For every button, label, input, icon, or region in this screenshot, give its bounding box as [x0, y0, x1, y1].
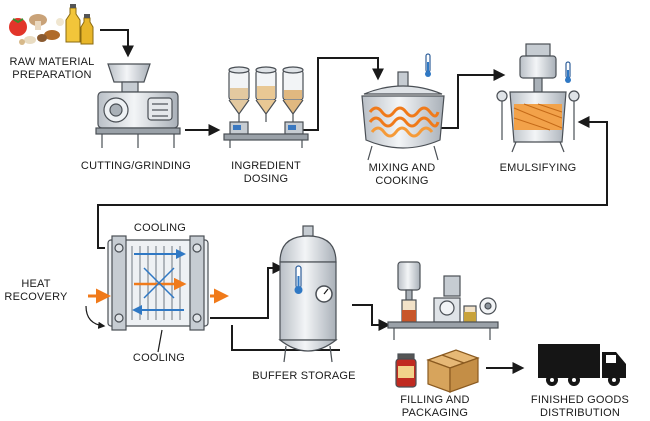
label-mixing-and-cooking: MIXING AND COOKING: [354, 162, 450, 188]
label-cutting-grinding: CUTTING/GRINDING: [76, 160, 196, 173]
label-cooling-top: COOLING: [128, 222, 192, 235]
label-line: RAW MATERIAL: [9, 56, 95, 68]
thermometer-icon: [565, 61, 571, 83]
flow-arrow-raw-to-cutting: [100, 29, 134, 58]
label-line: DISTRIBUTION: [539, 407, 620, 419]
filling-machine-icon: [387, 261, 499, 340]
label-finished-goods-distribution: FINISHED GOODS DISTRIBUTION: [520, 394, 640, 420]
ingredients-icon: [9, 4, 94, 45]
pressure-gauge-icon: [315, 285, 333, 303]
label-line: PREPARATION: [12, 69, 92, 81]
flow-arrow-mixing-to-emulsifying: [440, 69, 506, 129]
label-cooling-bottom: COOLING: [124, 352, 194, 365]
label-line: BUFFER STORAGE: [252, 370, 356, 382]
dosing-tanks-icon: [223, 66, 309, 148]
flow-return-line: [97, 121, 608, 249]
label-line: INGREDIENT: [231, 160, 301, 172]
jar-icon: [395, 353, 417, 388]
flow-buffer-to-filling: [352, 304, 391, 331]
label-line: FINISHED GOODS: [530, 394, 630, 406]
flow-lines: [97, 29, 608, 374]
plate-heat-exchanger-icon: [107, 235, 209, 331]
label-line: FILLING AND: [400, 394, 470, 406]
flow-hx-to-buffer: [210, 262, 285, 319]
label-emulsifying: EMULSIFYING: [490, 162, 586, 175]
carton-box-icon: [426, 349, 480, 393]
cooking-kettle-icon: [361, 71, 445, 161]
thermometer-icon: [425, 53, 431, 77]
label-line: COOLING: [132, 352, 186, 364]
label-buffer-storage: BUFFER STORAGE: [244, 370, 364, 383]
label-raw-material-preparation: RAW MATERIAL PREPARATION: [4, 56, 100, 82]
label-line: DOSING: [243, 173, 289, 185]
label-line: CUTTING/GRINDING: [80, 160, 192, 172]
label-line: MIXING AND: [368, 162, 436, 174]
label-line: COOKING: [375, 175, 429, 187]
label-line: PACKAGING: [401, 407, 469, 419]
emulsifier-icon: [496, 43, 580, 153]
label-line: HEAT: [21, 278, 51, 290]
flow-arrow-dosing-to-mixing: [300, 57, 384, 131]
grinder-icon: [95, 63, 181, 148]
label-line: EMULSIFYING: [499, 162, 577, 174]
thermometer-icon: [294, 265, 303, 294]
label-line: RECOVERY: [4, 291, 68, 303]
label-filling-and-packaging: FILLING AND PACKAGING: [380, 394, 490, 420]
cooling-pointer-line: [157, 329, 163, 353]
heat-recovery-pointer: [85, 305, 106, 329]
label-ingredient-dosing: INGREDIENT DOSING: [218, 160, 314, 186]
delivery-truck-icon: [538, 344, 626, 386]
label-line: COOLING: [133, 222, 187, 234]
label-heat-recovery: HEAT RECOVERY: [0, 278, 72, 304]
